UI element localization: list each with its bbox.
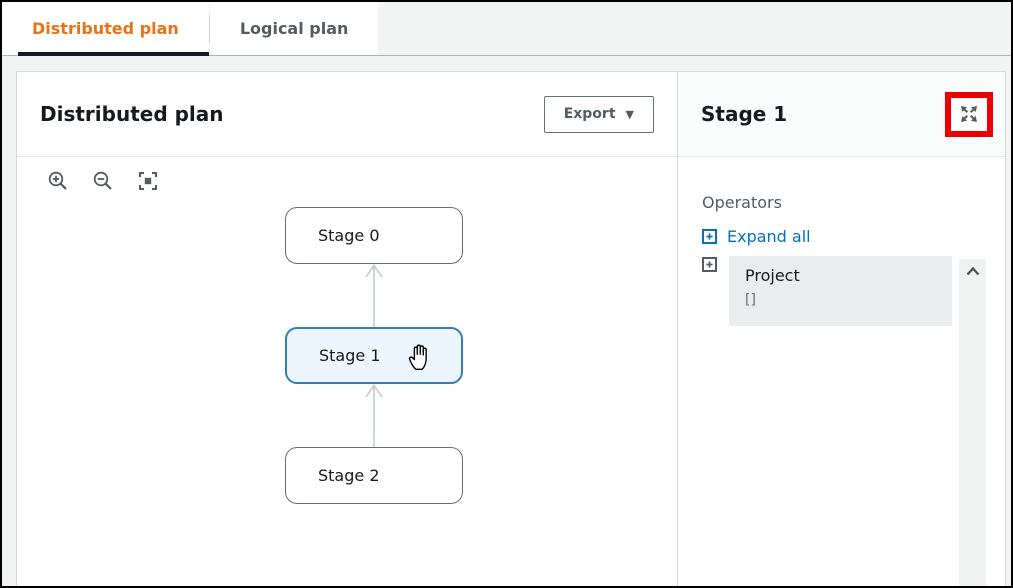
stage-details-panel: Stage 1 Operators [677, 72, 1005, 586]
expand-panel-button[interactable] [958, 103, 980, 125]
operator-row: Project [] [702, 256, 1005, 326]
operators-label: Operators [702, 193, 782, 212]
tab-bar: Distributed plan Logical plan [2, 2, 1011, 56]
plan-canvas[interactable]: Stage 0 Stage 1 Stage 2 [17, 157, 677, 586]
stage-1-label: Stage 1 [319, 346, 381, 365]
zoom-toolbar [47, 170, 159, 192]
export-button-label: Export [563, 106, 616, 122]
expand-operator-icon [702, 257, 717, 272]
stage-0-label: Stage 0 [318, 226, 380, 245]
tab-distributed-plan[interactable]: Distributed plan [2, 2, 209, 56]
stage-2-node[interactable]: Stage 2 [285, 447, 463, 504]
panel-title: Distributed plan [40, 102, 224, 126]
grab-hand-cursor-icon [408, 344, 427, 370]
dropdown-caret-icon: ▼ [625, 107, 634, 121]
tab-divider [208, 15, 210, 42]
annotation-red-box [945, 91, 993, 137]
expand-fullscreen-icon [961, 106, 977, 122]
expand-operator-button[interactable] [702, 257, 717, 272]
zoom-in-icon [48, 171, 67, 190]
tab-label: Logical plan [239, 19, 349, 38]
expand-all-icon [702, 229, 717, 244]
tab-logical-plan[interactable]: Logical plan [209, 2, 379, 55]
stage-details-header: Stage 1 [678, 72, 1005, 157]
operator-item[interactable]: Project [] [729, 256, 952, 326]
fit-view-icon [139, 172, 157, 190]
tab-bar-spacer [378, 2, 1011, 55]
zoom-out-icon [93, 171, 112, 190]
operator-detail: [] [745, 292, 756, 308]
edge-stage1-to-stage0 [365, 264, 383, 327]
expand-all-link[interactable]: Expand all [702, 227, 811, 246]
export-button[interactable]: Export ▼ [543, 95, 654, 133]
distributed-plan-header: Distributed plan Export ▼ [17, 72, 677, 157]
stage-2-label: Stage 2 [318, 466, 380, 485]
plan-card: Distributed plan Export ▼ [16, 71, 1006, 586]
operator-name: Project [745, 266, 800, 285]
stage-1-node[interactable]: Stage 1 [285, 327, 463, 384]
distributed-plan-panel: Distributed plan Export ▼ [17, 72, 677, 586]
active-tab-underline [18, 52, 209, 56]
expand-all-label: Expand all [727, 227, 811, 246]
stage-details-title: Stage 1 [701, 102, 788, 126]
tab-label: Distributed plan [32, 19, 179, 38]
zoom-in-button[interactable] [47, 170, 69, 192]
stage-0-node[interactable]: Stage 0 [285, 207, 463, 264]
edge-stage2-to-stage1 [365, 384, 383, 447]
zoom-out-button[interactable] [92, 170, 114, 192]
scroll-up-chevron-icon [966, 267, 979, 276]
operators-scrollbar[interactable] [959, 259, 986, 586]
stage-details-body: Operators Expand all [678, 157, 1005, 586]
fit-view-button[interactable] [137, 170, 159, 192]
